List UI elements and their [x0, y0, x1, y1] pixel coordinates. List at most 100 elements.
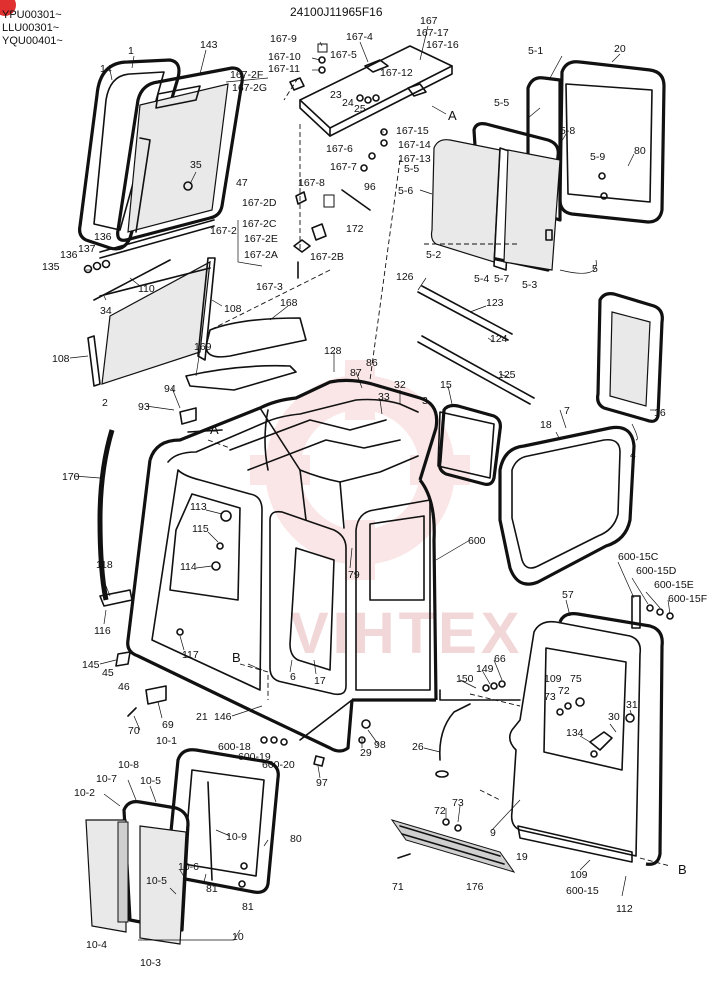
- callout-109-a: 109: [544, 673, 562, 685]
- roof-panel: [289, 43, 453, 279]
- callout-108-a: 108: [224, 303, 242, 315]
- serial-range-1: YPU00301~: [2, 9, 62, 21]
- callout-167-2d: 167-2D: [242, 197, 277, 209]
- callout-9: 9: [490, 827, 496, 839]
- side-glass-set: [430, 60, 666, 272]
- callout-176: 176: [466, 881, 484, 893]
- callout-5-8: 5-8: [560, 125, 576, 137]
- group-brackets: [138, 220, 638, 941]
- callout-167-4: 167-4: [346, 31, 373, 43]
- callout-23: 23: [330, 89, 342, 101]
- watermark-text: VIHTEX: [290, 601, 524, 666]
- callout-b-2: B: [678, 862, 687, 877]
- callout-167-2f: 167-2F: [230, 69, 264, 81]
- callout-167-7: 167-7: [330, 161, 357, 173]
- callout-69: 69: [162, 719, 174, 731]
- callout-125: 125: [498, 369, 516, 381]
- callout-134: 134: [566, 727, 584, 739]
- callout-167-2g: 167-2G: [232, 82, 268, 94]
- drawing-number: 24100J11965F16: [290, 5, 383, 19]
- callout-167-2c: 167-2C: [242, 218, 277, 230]
- callout-86: 86: [366, 357, 378, 369]
- callout-145: 145: [82, 659, 100, 671]
- callout-112: 112: [616, 903, 633, 915]
- callout-123: 123: [486, 297, 504, 309]
- callout-70: 70: [128, 725, 140, 737]
- serial-range-2: LLU00301~: [2, 22, 60, 34]
- callout-167-8: 167-8: [298, 177, 325, 189]
- callout-29: 29: [360, 747, 372, 759]
- callout-66: 66: [494, 653, 506, 665]
- callout-167-13: 167-13: [398, 153, 431, 165]
- callout-10-2: 10-2: [74, 787, 96, 799]
- callout-114: 114: [180, 561, 197, 573]
- callout-167-15: 167-15: [396, 125, 429, 137]
- callout-136-b: 136: [60, 249, 78, 261]
- callout-15: 15: [440, 379, 452, 391]
- callout-5-5-a: 5-5: [494, 97, 510, 109]
- callout-167-9: 167-9: [270, 33, 297, 45]
- callout-73-a: 73: [544, 691, 556, 703]
- callout-126: 126: [396, 271, 414, 283]
- cab-main-frame: [126, 378, 521, 753]
- callout-167-16: 167-16: [426, 39, 459, 51]
- callout-5-4: 5-4: [474, 273, 490, 285]
- callout-600-15: 600-15: [566, 885, 599, 897]
- callout-7: 7: [564, 405, 570, 417]
- callout-10-6: 10-6: [178, 861, 200, 873]
- callout-94: 94: [164, 383, 176, 395]
- callout-600-15d: 600-15D: [636, 565, 677, 577]
- callout-10-8: 10-8: [118, 759, 140, 771]
- callout-75: 75: [570, 673, 582, 685]
- callout-98: 98: [374, 739, 386, 751]
- callout-167-3: 167-3: [256, 281, 283, 293]
- callout-167: 167: [420, 15, 438, 27]
- callout-10-3: 10-3: [140, 957, 162, 969]
- callout-600-15e: 600-15E: [654, 579, 694, 591]
- callout-30: 30: [608, 711, 620, 723]
- callout-32: 32: [394, 379, 406, 391]
- callout-168: 168: [280, 297, 298, 309]
- callout-73-b: 73: [452, 797, 464, 809]
- callout-5-2: 5-2: [426, 249, 442, 261]
- callout-10-4: 10-4: [86, 939, 108, 951]
- serial-range-3: YQU00401~: [2, 35, 63, 47]
- callout-17: 17: [314, 675, 326, 687]
- callout-19: 19: [516, 851, 528, 863]
- callout-97: 97: [316, 777, 328, 789]
- callout-33: 33: [378, 391, 390, 403]
- callout-5-7: 5-7: [494, 273, 510, 285]
- callout-167-2b: 167-2B: [310, 251, 344, 263]
- trim-strips: [97, 407, 232, 717]
- callout-5-6: 5-6: [398, 185, 414, 197]
- callout-35: 35: [190, 159, 202, 171]
- callout-150: 150: [456, 673, 474, 685]
- callout-167-11: 167-11: [268, 63, 300, 75]
- right-windows: [437, 292, 664, 586]
- tie-rods: [185, 285, 535, 405]
- callout-115: 115: [192, 523, 209, 535]
- callout-18: 18: [540, 419, 552, 431]
- callout-167-2a: 167-2A: [244, 249, 278, 261]
- callout-600-19: 600-19: [238, 751, 271, 763]
- callout-5-1: 5-1: [528, 45, 544, 57]
- callout-167-14: 167-14: [398, 139, 431, 151]
- callout-10-9: 10-9: [226, 831, 248, 843]
- callout-93: 93: [138, 401, 150, 413]
- callout-a-1: A: [448, 108, 457, 123]
- callout-117: 117: [182, 649, 199, 661]
- front-lower-window: [83, 219, 216, 387]
- callout-96: 96: [364, 181, 376, 193]
- callout-167-17: 167-17: [416, 27, 449, 39]
- callout-16: 16: [654, 407, 666, 419]
- callout-3: 3: [422, 395, 428, 407]
- callout-5-5-b: 5-5: [404, 163, 420, 175]
- callout-600-15f: 600-15F: [668, 593, 708, 605]
- callout-21: 21: [196, 711, 208, 723]
- callout-172: 172: [346, 223, 364, 235]
- callout-72-b: 72: [434, 805, 446, 817]
- callout-46: 46: [118, 681, 130, 693]
- callout-110: 110: [138, 283, 155, 295]
- callout-80-b: 80: [290, 833, 302, 845]
